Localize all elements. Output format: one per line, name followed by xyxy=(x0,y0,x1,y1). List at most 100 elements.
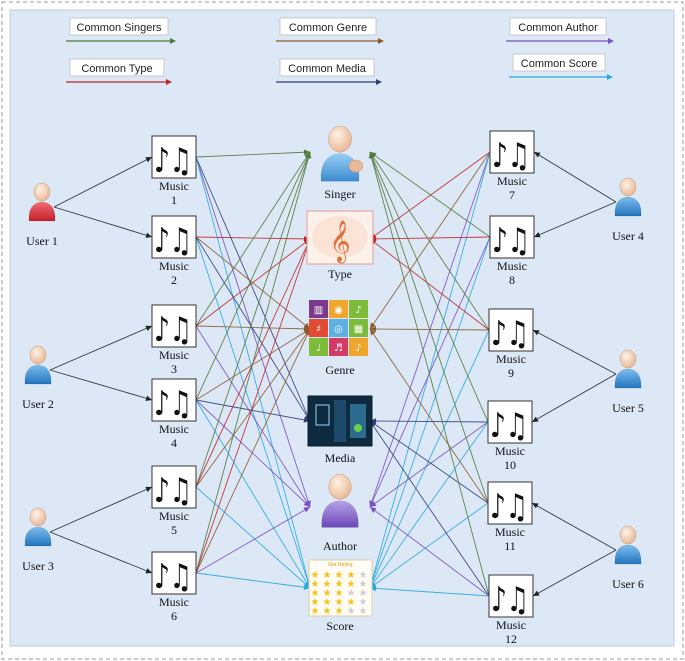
music-label: Music xyxy=(159,595,189,609)
edge-user-music xyxy=(533,151,617,203)
music-note-glyph: ♪♫ xyxy=(154,557,192,597)
star-icon: ★ xyxy=(359,579,368,590)
singer-icon xyxy=(320,125,364,182)
legend-item-2: Common Genre xyxy=(276,17,384,44)
legend-box xyxy=(69,17,169,36)
music-label: Music xyxy=(159,179,189,193)
star-icon: ★ xyxy=(359,570,368,581)
legend-label: Common Genre xyxy=(289,22,367,34)
star-icon: ★ xyxy=(323,588,332,599)
edge-music-attr xyxy=(195,328,311,574)
edge-user-music xyxy=(531,502,617,551)
music-number: 2 xyxy=(171,273,177,287)
genre-tile xyxy=(349,319,368,337)
genre-tile-icon: ▦ xyxy=(354,324,363,335)
edge-music-attr xyxy=(195,151,312,574)
treble-clef-icon: 𝄞 xyxy=(329,220,350,263)
attribute-label-singer: Singer xyxy=(324,187,355,201)
music-note-icon xyxy=(151,135,197,179)
star-icon: ★ xyxy=(323,597,332,608)
star-icon: ★ xyxy=(359,588,368,599)
legend-item-1: Common Singers xyxy=(66,17,176,44)
legend-label: Common Media xyxy=(288,63,367,75)
edge-user-music xyxy=(49,325,153,371)
music-note-icon xyxy=(488,308,534,352)
legend: Common Singers Common Genre Common AuthorC… xyxy=(66,17,614,85)
edge-music-attr xyxy=(195,149,311,158)
user-icon-6 xyxy=(614,525,642,565)
legend-arrowhead xyxy=(170,38,176,44)
star-icon: ★ xyxy=(359,606,368,617)
music-label: Music xyxy=(497,174,527,188)
genre-tile-icon: ♩ xyxy=(316,343,321,354)
music-note-icon xyxy=(151,551,197,595)
genre-tile xyxy=(329,300,348,318)
music-note-icon xyxy=(487,400,533,444)
edge-user-music xyxy=(533,201,617,238)
edge-user-music xyxy=(49,486,153,533)
legend-item-3: Common Author xyxy=(506,17,614,44)
star-icon: ★ xyxy=(311,597,320,608)
type-icon: 𝄞 xyxy=(306,210,374,265)
user-label-6: User 6 xyxy=(612,577,644,591)
user-label-4: User 4 xyxy=(612,229,644,243)
music-number: 3 xyxy=(171,362,177,376)
edge-music-attr xyxy=(369,585,490,597)
music-number: 5 xyxy=(171,523,177,537)
score-card-title: Star Rating xyxy=(327,562,352,568)
edge-user-music xyxy=(53,206,153,238)
star-icon: ★ xyxy=(323,570,332,581)
edge-user-music xyxy=(532,329,617,375)
star-icon: ★ xyxy=(311,606,320,617)
star-icon: ★ xyxy=(311,579,320,590)
genre-tile xyxy=(349,338,368,356)
genre-tile-icon: ◉ xyxy=(334,305,343,316)
user-label-1: User 1 xyxy=(26,234,58,248)
edge-user-music xyxy=(532,549,617,597)
user-label-2: User 2 xyxy=(22,397,54,411)
star-icon: ★ xyxy=(323,579,332,590)
music-note-glyph: ♪♫ xyxy=(154,310,192,350)
music-label: Music xyxy=(496,618,526,632)
genre-tile xyxy=(309,300,328,318)
star-icon: ★ xyxy=(335,606,344,617)
music-note-glyph: ♪♫ xyxy=(154,141,192,181)
genre-tile-icon: ♯ xyxy=(316,324,321,335)
legend-box xyxy=(279,58,375,77)
edge-music-attr xyxy=(368,151,490,597)
genre-tile xyxy=(309,338,328,356)
music-note-glyph: ♪♫ xyxy=(492,221,530,261)
edge-music-attr xyxy=(369,421,489,508)
music-note-glyph: ♪♫ xyxy=(154,384,192,424)
edge-music-attr xyxy=(369,151,491,330)
legend-arrowhead xyxy=(378,38,384,44)
music-note-glyph: ♪♫ xyxy=(491,314,529,354)
music-number: 8 xyxy=(509,273,515,287)
music-number: 10 xyxy=(504,458,516,472)
genre-tile-icon: ◎ xyxy=(334,324,343,335)
edge-user-music xyxy=(49,369,153,401)
genre-tile-icon: ♬ xyxy=(334,343,343,354)
music-note-icon xyxy=(151,378,197,422)
music-label: Music xyxy=(159,509,189,523)
music-number: 9 xyxy=(508,366,514,380)
genre-tile xyxy=(329,338,348,356)
music-number: 1 xyxy=(171,193,177,207)
star-icon: ★ xyxy=(347,606,356,617)
legend-arrowhead xyxy=(608,38,614,44)
attribute-label-type: Type xyxy=(328,267,352,281)
music-note-icon xyxy=(151,465,197,509)
edges xyxy=(49,149,617,597)
genre-tile xyxy=(329,319,348,337)
user-icon-1 xyxy=(28,182,56,222)
music-note-icon xyxy=(151,215,197,259)
legend-arrowhead xyxy=(607,74,613,80)
